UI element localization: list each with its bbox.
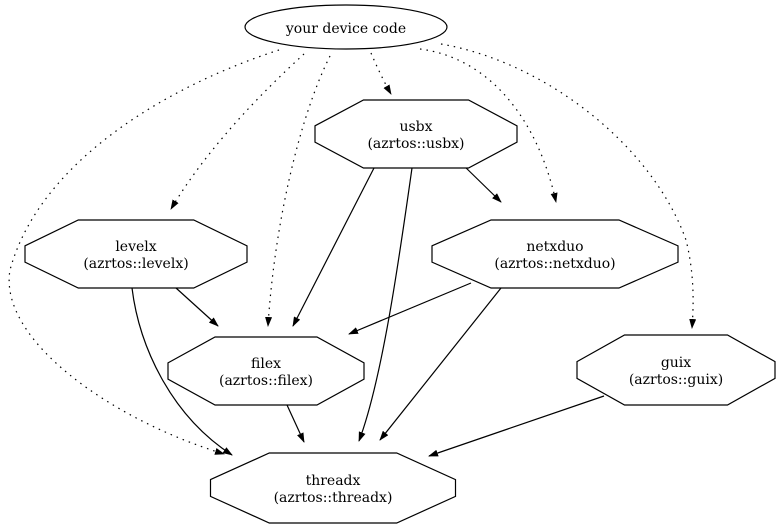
node-netxduo-sublabel: (azrtos::netxduo) [494, 256, 615, 272]
edge-usbx-filex [292, 167, 375, 327]
node-guix-shape [576, 334, 776, 406]
edge-levelx-threadx [131, 287, 233, 456]
node-filex-sublabel: (azrtos::filex) [219, 373, 313, 389]
node-netxduo-shape [431, 219, 679, 289]
edge-netxduo-threadx [379, 287, 502, 441]
node-netxduo: netxduo (azrtos::netxduo) [431, 219, 679, 289]
node-usbx-label: usbx [399, 119, 432, 135]
node-filex: filex (azrtos::filex) [167, 336, 365, 406]
node-levelx-shape [24, 219, 248, 289]
edge-usbx-netxduo [461, 163, 502, 203]
node-usbx-sublabel: (azrtos::usbx) [367, 136, 464, 152]
edge-your-device-code-levelx [170, 53, 305, 210]
node-guix-label: guix [661, 355, 691, 371]
node-filex-label: filex [251, 356, 281, 372]
node-filex-shape [167, 336, 365, 406]
node-guix-sublabel: (azrtos::guix) [629, 372, 723, 388]
edge-filex-threadx [286, 404, 305, 443]
node-your-device-code-label: your device code [285, 21, 406, 37]
node-threadx-label: threadx [306, 473, 361, 489]
node-threadx-sublabel: (azrtos::threadx) [274, 490, 393, 506]
node-your-device-code-shape [244, 4, 448, 50]
node-threadx-shape [209, 452, 457, 524]
edge-your-device-code-filex [265, 55, 331, 327]
edge-netxduo-filex [348, 282, 472, 335]
edge-your-device-code-guix [440, 43, 697, 329]
node-threadx: threadx (azrtos::threadx) [209, 452, 457, 524]
edge-your-device-code-usbx [370, 52, 392, 95]
edge-levelx-filex [175, 287, 219, 327]
edge-usbx-threadx [358, 167, 413, 442]
edge-your-device-code-threadx [8, 49, 280, 455]
node-usbx-shape [314, 99, 518, 169]
node-netxduo-label: netxduo [526, 239, 583, 255]
node-usbx: usbx (azrtos::usbx) [314, 99, 518, 169]
edge-guix-threadx [428, 395, 605, 457]
node-levelx-label: levelx [115, 239, 156, 255]
node-your-device-code: your device code [244, 4, 448, 50]
node-guix: guix (azrtos::guix) [576, 334, 776, 406]
node-levelx: levelx (azrtos::levelx) [24, 219, 248, 289]
node-levelx-sublabel: (azrtos::levelx) [83, 256, 188, 272]
